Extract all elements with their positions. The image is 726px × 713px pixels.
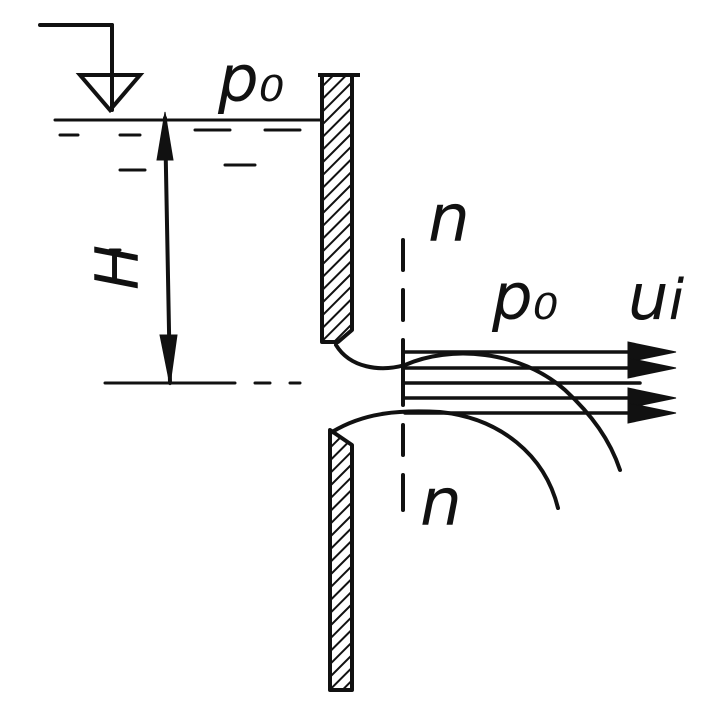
section-label-top: n xyxy=(428,180,470,257)
wall-lower xyxy=(328,428,354,692)
head-label: H xyxy=(83,244,153,290)
velocity-symbol: u xyxy=(628,261,669,335)
surface-pressure-label: p₀ xyxy=(218,43,285,117)
velocity-label: ui xyxy=(628,266,684,330)
water-surface-symbol xyxy=(38,23,145,114)
velocity-streamlines xyxy=(403,341,677,424)
velocity-index: i xyxy=(668,268,685,333)
section-label-bottom: n xyxy=(420,464,462,541)
head-dimension-arrow xyxy=(156,111,178,386)
wall-upper xyxy=(318,73,360,344)
jet-pressure-label: p₀ xyxy=(492,261,559,335)
water-surface xyxy=(53,118,327,252)
